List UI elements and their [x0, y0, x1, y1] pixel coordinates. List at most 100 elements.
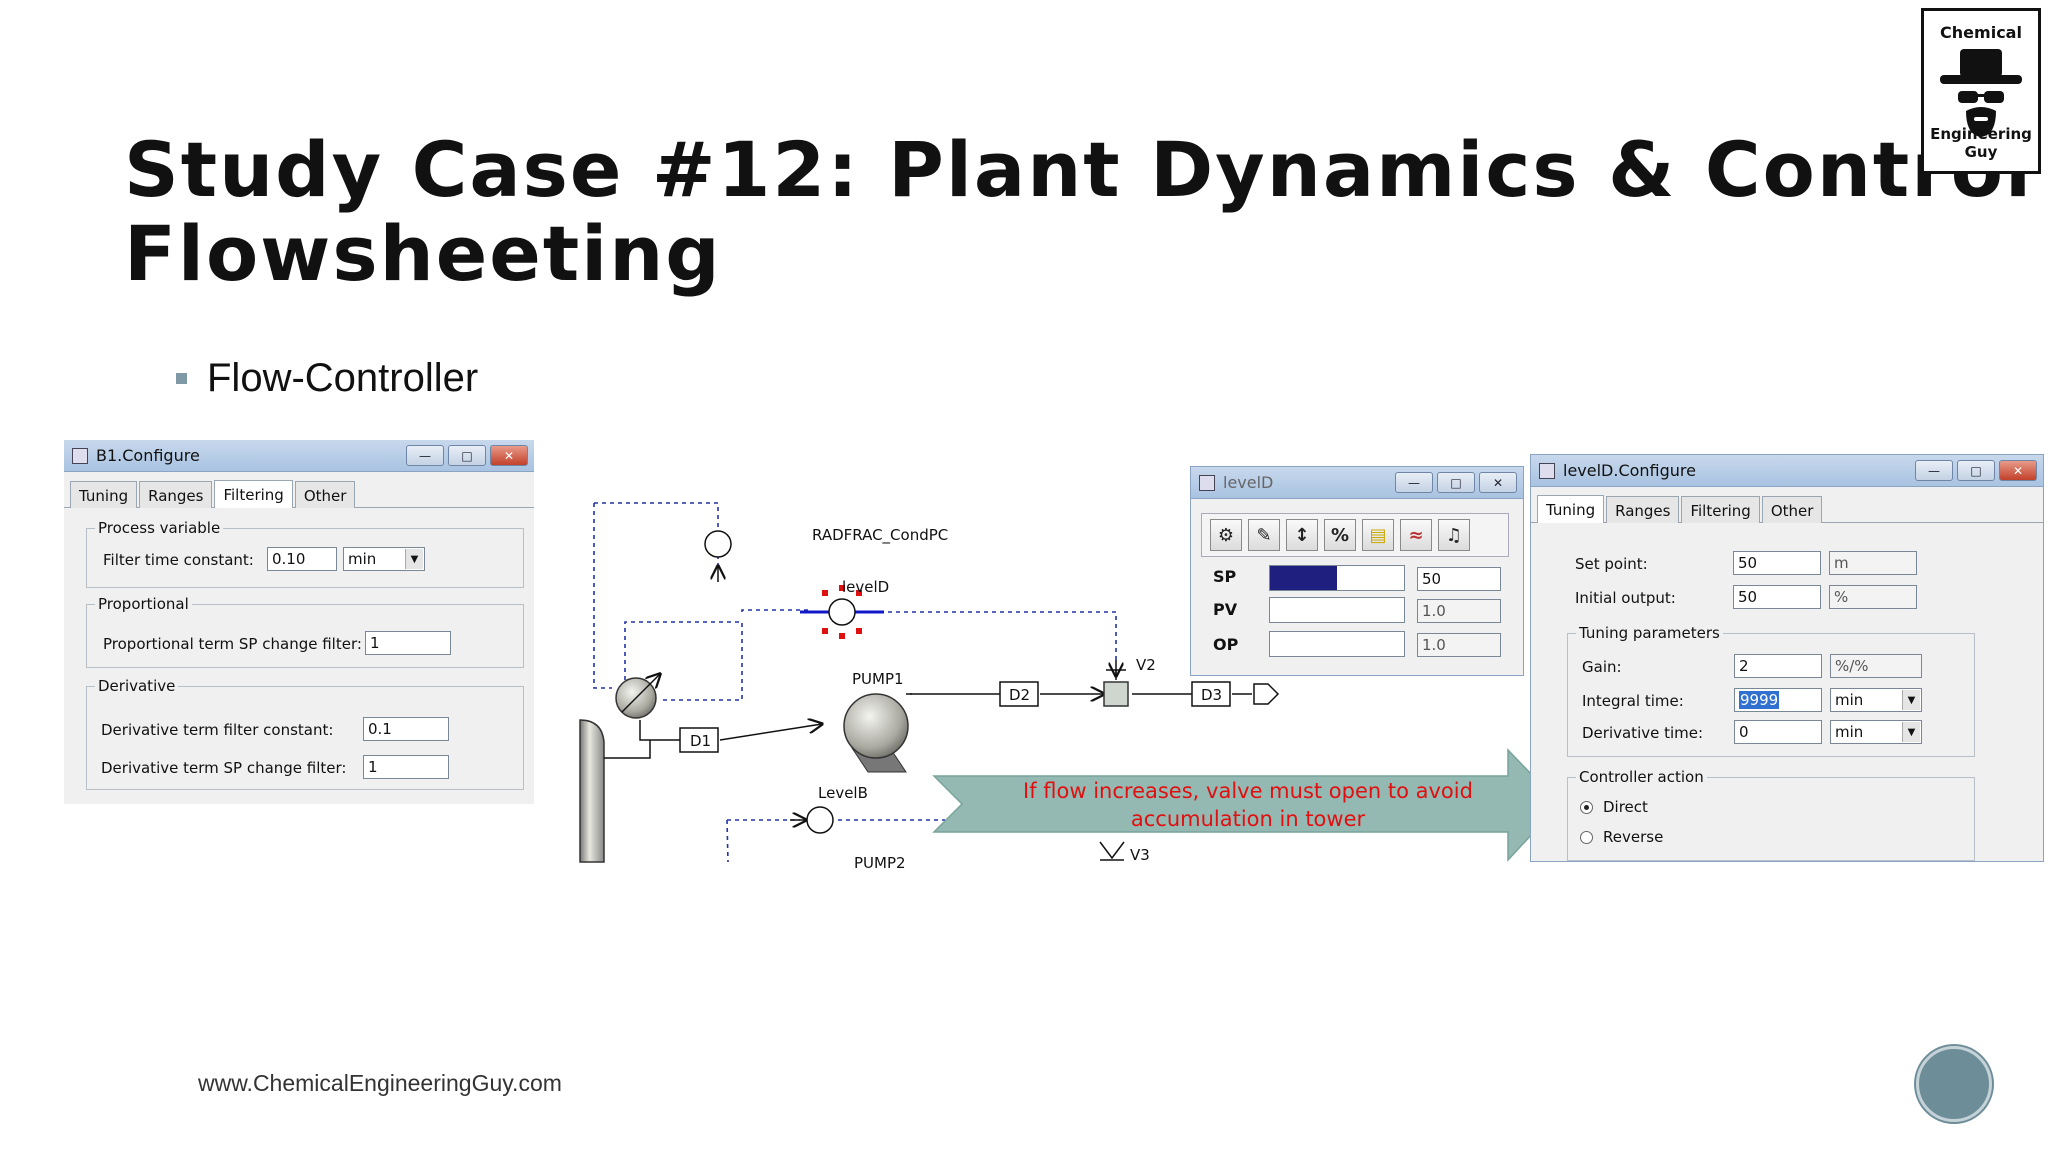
leveld-faceplate-titlebar[interactable]: levelD — □ ✕ — [1191, 467, 1523, 499]
close-button[interactable]: ✕ — [1479, 472, 1517, 493]
tab-filtering[interactable]: Filtering — [214, 480, 293, 508]
chevron-down-icon[interactable]: ▼ — [1902, 690, 1920, 710]
window-app-icon — [1199, 474, 1215, 491]
gain-input[interactable]: 2 — [1734, 654, 1822, 678]
leveld-configure-titlebar[interactable]: levelD.Configure — □ ✕ — [1531, 455, 2043, 487]
tuning-parameters-group: Tuning parameters Gain: 2 %/% Integral t… — [1567, 624, 1975, 757]
process-variable-group: Process variable Filter time constant: 0… — [86, 519, 524, 588]
leveld-faceplate-window: levelD — □ ✕ ⚙ ✎ ↕ % ▤ ≈ ♫ SP 50 PV 1.0 … — [1190, 466, 1524, 676]
derivative-group: Derivative Derivative term filter consta… — [86, 677, 524, 790]
op-value-field: 1.0 — [1417, 633, 1501, 657]
initial-output-unit: % — [1829, 585, 1917, 609]
maximize-icon: □ — [1450, 475, 1462, 490]
slide-nav-circle-icon[interactable] — [1916, 1046, 1992, 1122]
chevron-down-icon[interactable]: ▼ — [405, 549, 423, 569]
b1-configure-window: B1.Configure — □ ✕ Tuning Ranges Filteri… — [64, 440, 534, 804]
close-button[interactable]: ✕ — [1999, 460, 2037, 481]
integral-time-unit-select[interactable]: min ▼ — [1830, 688, 1922, 712]
integral-time-value: 9999 — [1739, 691, 1780, 709]
controller-icon[interactable]: ⚙ — [1210, 519, 1242, 551]
tab-tuning[interactable]: Tuning — [70, 481, 138, 508]
tuning-icon[interactable]: ✎ — [1248, 519, 1280, 551]
tab-ranges[interactable]: Ranges — [1606, 496, 1680, 523]
hat-glasses-icon — [1940, 49, 2022, 137]
stream-d2[interactable] — [999, 681, 1039, 707]
filter-time-label: Filter time constant: — [103, 551, 254, 569]
tab-other[interactable]: Other — [294, 481, 356, 508]
chevron-down-icon[interactable]: ▼ — [1902, 722, 1920, 742]
slide-title-line2: Flowsheeting — [124, 209, 722, 298]
chemical-engineering-guy-logo: Chemical Engineering Guy — [1921, 8, 2041, 174]
reverse-radio[interactable]: Reverse — [1580, 828, 1663, 846]
valve-v2-icon[interactable] — [1103, 669, 1129, 707]
tab-other[interactable]: Other — [1761, 496, 1823, 523]
signal-line — [741, 609, 812, 612]
setpoint-icon[interactable]: ↕ — [1286, 519, 1318, 551]
set-point-label: Set point: — [1575, 555, 1648, 573]
sp-bar-fill — [1270, 566, 1337, 590]
tab-filtering[interactable]: Filtering — [1681, 496, 1760, 523]
minimize-button[interactable]: — — [406, 445, 444, 466]
proportional-sp-filter-input[interactable]: 1 — [365, 631, 451, 655]
leveld-label: levelD — [842, 578, 889, 596]
filter-time-unit-select[interactable]: min ▼ — [343, 547, 425, 571]
integral-time-unit-value: min — [1835, 691, 1864, 709]
logo-bottom-text: Engineering Guy — [1930, 125, 2032, 161]
tab-ranges[interactable]: Ranges — [139, 481, 213, 508]
tab-tuning[interactable]: Tuning — [1537, 495, 1605, 523]
callout-text-line1: If flow increases, valve must open to av… — [1023, 779, 1473, 803]
trend-icon[interactable]: ≈ — [1400, 519, 1432, 551]
pv-bar — [1269, 597, 1405, 623]
op-bar — [1269, 631, 1405, 657]
levelb-controller-symbol[interactable] — [806, 806, 834, 834]
callout-text-line2: accumulation in tower — [1131, 807, 1366, 831]
minimize-icon: — — [1408, 475, 1420, 490]
proportional-label: Proportional — [95, 595, 192, 613]
controller-symbol[interactable] — [704, 530, 732, 558]
stream-d3[interactable] — [1191, 681, 1231, 707]
sp-value-field[interactable]: 50 — [1417, 567, 1501, 591]
maximize-button[interactable]: □ — [1957, 460, 1995, 481]
direct-radio[interactable]: Direct — [1580, 798, 1648, 816]
minimize-button[interactable]: — — [1395, 472, 1433, 493]
stream-d1[interactable] — [679, 727, 719, 753]
leveld-controller-symbol[interactable] — [800, 585, 884, 639]
pump1-icon[interactable] — [843, 693, 912, 773]
initial-output-input[interactable]: 50 — [1733, 585, 1821, 609]
levelb-label: LevelB — [818, 784, 868, 802]
alarm-icon[interactable]: ♫ — [1438, 519, 1470, 551]
integral-time-label: Integral time: — [1582, 692, 1684, 710]
b1-titlebar[interactable]: B1.Configure — □ ✕ — [64, 440, 534, 472]
slide-title-line1: Study Case #12: Plant Dynamics & Control — [124, 125, 2034, 214]
derivative-time-input[interactable]: 0 — [1734, 720, 1822, 744]
set-point-input[interactable]: 50 — [1733, 551, 1821, 575]
direct-radio-label: Direct — [1603, 798, 1648, 816]
footer-url[interactable]: www.ChemicalEngineeringGuy.com — [198, 1070, 562, 1096]
filter-time-input[interactable]: 0.10 — [267, 547, 337, 571]
faceplate-toolbar: ⚙ ✎ ↕ % ▤ ≈ ♫ — [1201, 513, 1509, 557]
notes-icon[interactable]: ▤ — [1362, 519, 1394, 551]
derivative-filter-input[interactable]: 0.1 — [363, 717, 449, 741]
integral-time-input[interactable]: 9999 — [1734, 688, 1822, 712]
valve-v3-icon[interactable] — [1099, 841, 1125, 861]
process-variable-label: Process variable — [95, 519, 224, 537]
valve-v3-label: V3 — [1130, 846, 1150, 864]
bullet-text: Flow-Controller — [207, 356, 479, 400]
signal-line — [726, 819, 729, 863]
radfrac-label: RADFRAC_CondPC — [812, 526, 948, 545]
radio-checked-icon — [1580, 800, 1593, 814]
distillation-tower-icon[interactable] — [579, 719, 605, 863]
signal-line — [594, 502, 719, 565]
close-button[interactable]: ✕ — [490, 445, 528, 466]
percent-icon[interactable]: % — [1324, 519, 1356, 551]
derivative-sp-filter-input[interactable]: 1 — [363, 755, 449, 779]
stream-d3-label: D3 — [1201, 686, 1222, 704]
derivative-time-unit-select[interactable]: min ▼ — [1830, 720, 1922, 744]
maximize-button[interactable]: □ — [1437, 472, 1475, 493]
b1-title: B1.Configure — [96, 446, 200, 465]
controller-action-label: Controller action — [1576, 768, 1707, 786]
maximize-button[interactable]: □ — [448, 445, 486, 466]
leveld-configure-title: levelD.Configure — [1563, 461, 1696, 480]
minimize-button[interactable]: — — [1915, 460, 1953, 481]
proportional-group: Proportional Proportional term SP change… — [86, 595, 524, 668]
